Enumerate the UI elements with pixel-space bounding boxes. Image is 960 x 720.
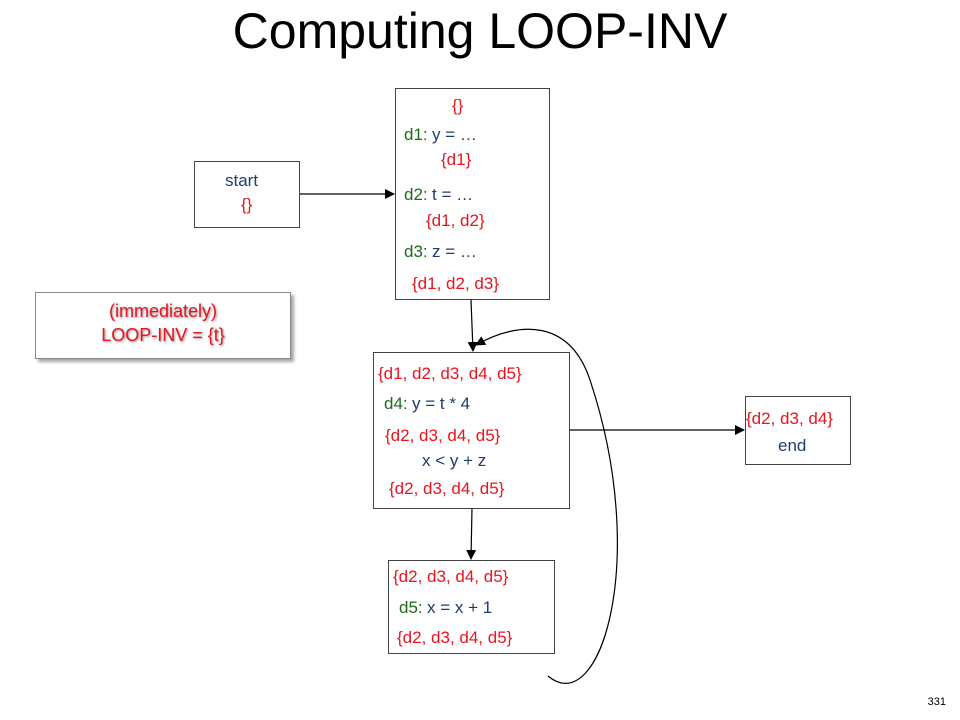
page-number: 331 bbox=[927, 696, 946, 708]
edge-back-loop bbox=[475, 328, 618, 684]
block1-d1-id: d1: bbox=[404, 125, 428, 144]
slide-title: Computing LOOP-INV bbox=[232, 3, 728, 59]
edge-block1-to-block2 bbox=[467, 299, 478, 352]
end-label: end bbox=[778, 436, 807, 455]
block1-d3-stmt: z = … bbox=[432, 242, 477, 261]
block1-d3-id: d3: bbox=[404, 242, 428, 261]
block1-after-d2: {d1, d2} bbox=[426, 211, 485, 230]
end-set: {d2, d3, d4} bbox=[746, 409, 833, 428]
block-1: {} d1: y = … {d1} d2: t = … {d1, d2} d3:… bbox=[395, 88, 550, 300]
block3-out-set: {d2, d3, d4, d5} bbox=[397, 628, 513, 647]
block1-d1-stmt: y = … bbox=[432, 125, 477, 144]
note-line1: (immediately) bbox=[108, 301, 218, 321]
loop-inv-note: (immediately) LOOP-INV = {t} bbox=[35, 292, 291, 359]
start-set: {} bbox=[241, 195, 253, 214]
note-line2: LOOP-INV = {t} bbox=[101, 325, 225, 345]
start-label: start bbox=[225, 171, 259, 190]
block2-d4-id: d4: bbox=[384, 394, 408, 413]
block3-d5-stmt: x = x + 1 bbox=[427, 598, 493, 617]
edge-block2-to-block3 bbox=[466, 507, 477, 560]
end-block: {d2, d3, d4} end bbox=[745, 396, 851, 465]
start-block: start {} bbox=[194, 161, 300, 228]
block1-d2-stmt: t = … bbox=[432, 185, 474, 204]
block2-after-d4: {d2, d3, d4, d5} bbox=[385, 426, 501, 445]
block2-condition: x < y + z bbox=[422, 451, 487, 470]
block1-out-set: {d1, d2, d3} bbox=[412, 274, 499, 293]
block-3: {d2, d3, d4, d5} d5: x = x + 1 {d2, d3, … bbox=[388, 560, 555, 654]
block2-in-set: {d1, d2, d3, d4, d5} bbox=[378, 364, 522, 383]
block1-in-set: {} bbox=[452, 96, 464, 115]
block2-d4-stmt: y = t * 4 bbox=[412, 394, 471, 413]
block2-out-set: {d2, d3, d4, d5} bbox=[389, 479, 505, 498]
block1-d2-id: d2: bbox=[404, 185, 428, 204]
block3-in-set: {d2, d3, d4, d5} bbox=[393, 567, 509, 586]
block-2: {d1, d2, d3, d4, d5} d4: y = t * 4 {d2, … bbox=[373, 352, 570, 509]
block3-d5-id: d5: bbox=[399, 598, 423, 617]
block1-after-d1: {d1} bbox=[441, 150, 472, 169]
